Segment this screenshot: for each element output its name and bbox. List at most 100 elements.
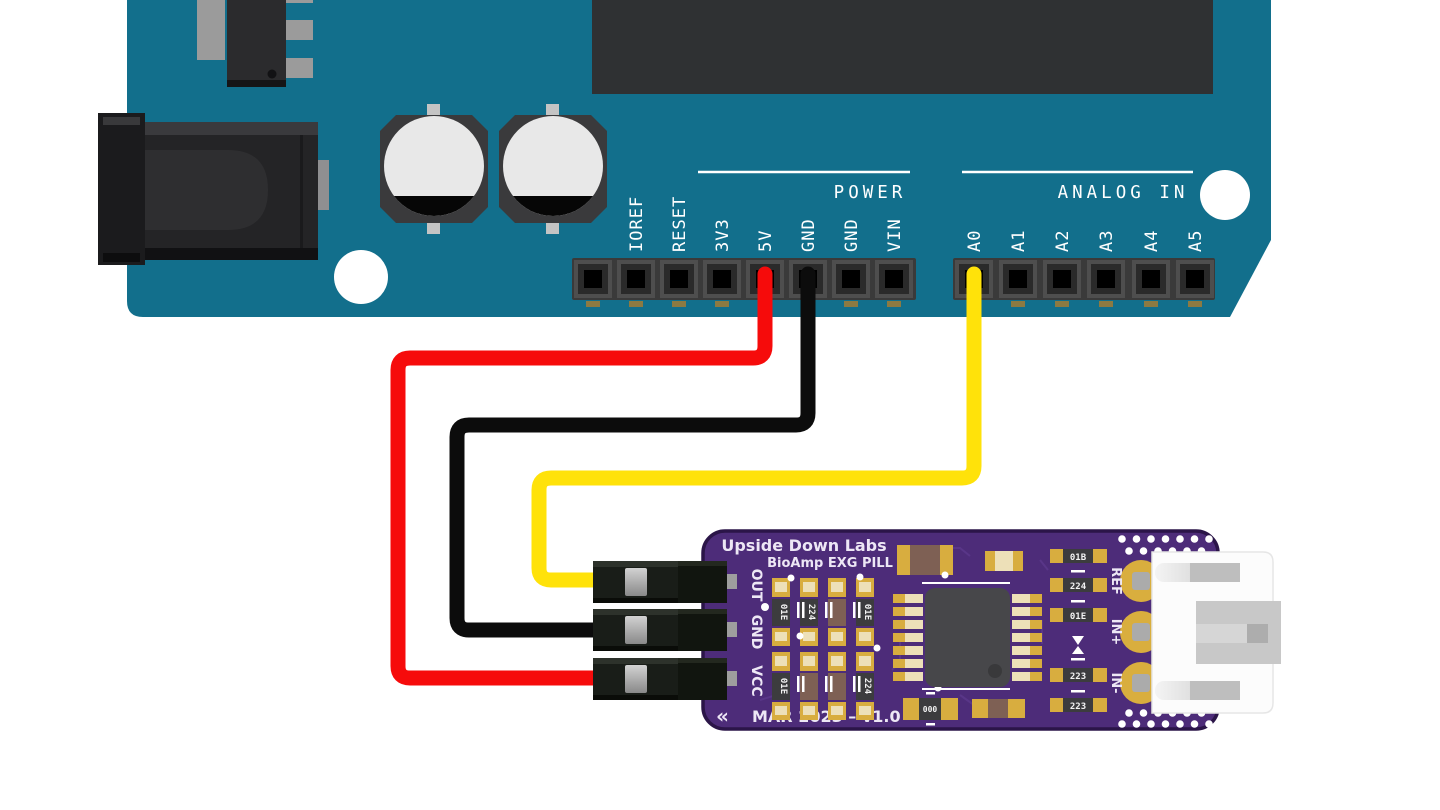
silk-tick xyxy=(926,723,935,726)
smd-pad xyxy=(1093,578,1107,592)
analog-pin-label-a1: A1 xyxy=(1009,230,1029,252)
smd-body xyxy=(772,599,790,626)
ic-pad-inner xyxy=(1012,659,1030,668)
capacitor-lead xyxy=(546,104,559,116)
capacitor-top xyxy=(503,116,603,216)
smd-pad-inner xyxy=(859,632,871,641)
smd-pad-inner xyxy=(831,706,843,715)
smd-pad xyxy=(1050,549,1063,563)
mount-dot xyxy=(1147,535,1155,543)
pin-hole xyxy=(627,270,645,288)
jumper-housings xyxy=(593,561,737,700)
ic-pad-inner xyxy=(905,633,923,642)
ic-pad xyxy=(1030,607,1042,616)
ic-pad xyxy=(1030,594,1042,603)
pin-pad xyxy=(1099,301,1113,307)
pin-pad xyxy=(715,301,729,307)
silk-tick xyxy=(926,692,935,695)
silk-tick xyxy=(802,676,805,692)
silk-tick xyxy=(830,602,833,618)
pin-hole xyxy=(1097,270,1115,288)
smd-pad-inner xyxy=(803,706,815,715)
housing-pin xyxy=(727,671,737,686)
ic-pad xyxy=(893,620,905,629)
pin-hole xyxy=(842,270,860,288)
capacitor-lead xyxy=(427,104,440,116)
ic-body xyxy=(925,588,1010,687)
capacitor-lead xyxy=(546,222,559,234)
power-pin-label-5v: 5V xyxy=(756,230,776,252)
smd-pad xyxy=(1093,668,1107,682)
smd-body xyxy=(1063,668,1093,682)
mounting-hole xyxy=(334,250,388,304)
connector-pin-top-end xyxy=(1190,563,1240,582)
housing-top-edge xyxy=(593,561,727,567)
analog-pin-label-a4: A4 xyxy=(1142,230,1162,252)
smd-pad-inner xyxy=(775,582,787,592)
power-pin-label-vin: VIN xyxy=(885,218,905,252)
ic-pad xyxy=(1030,672,1042,681)
pin-hole xyxy=(1142,270,1160,288)
mount-dot xyxy=(1176,720,1184,728)
smd-label: 224 xyxy=(806,604,816,621)
smd-pad-inner xyxy=(859,582,871,592)
mount-dot xyxy=(1125,709,1133,717)
smd-label: 01E xyxy=(778,604,788,620)
smd-pad-inner xyxy=(775,632,787,641)
smd-pad xyxy=(972,699,988,718)
smd-label: 01E xyxy=(778,678,788,694)
power-pin-label-gnd: GND xyxy=(842,218,862,252)
smd-label-224: 224 xyxy=(1070,582,1087,592)
jumper-housing xyxy=(593,658,737,700)
housing-contact xyxy=(625,616,647,644)
smd-pad xyxy=(1008,699,1025,718)
silk-tick xyxy=(1071,600,1085,603)
ic-pad-inner xyxy=(905,672,923,681)
smd-label: 224 xyxy=(862,678,872,695)
silk-tick xyxy=(1071,690,1085,693)
smd-label-223: 223 xyxy=(1070,702,1086,712)
silk-dot xyxy=(796,632,804,640)
power-pin-label-gnd: GND xyxy=(799,218,819,252)
pin-pad xyxy=(1188,301,1202,307)
capacitor-lead xyxy=(427,222,440,234)
ic-pad-inner xyxy=(905,594,923,603)
smd-pad xyxy=(941,698,958,720)
power-pin-label-ioref: IOREF xyxy=(627,196,647,252)
smd-pad-inner xyxy=(831,656,843,666)
barrel-jack-seam xyxy=(300,135,303,248)
pill-pin-label-vcc: VCC xyxy=(748,665,764,696)
pin-pad xyxy=(1144,301,1158,307)
silk-dot xyxy=(941,571,949,579)
smd-body xyxy=(1063,549,1093,563)
housing-crimp xyxy=(678,561,727,603)
silk-dot xyxy=(856,573,864,581)
smd-body xyxy=(988,699,1008,718)
smd-body xyxy=(1063,698,1093,712)
analog-pin-label-a2: A2 xyxy=(1053,230,1073,252)
housing-bottom-edge xyxy=(593,598,727,603)
pad-hole xyxy=(1132,623,1150,641)
housing-crimp-edge xyxy=(678,658,727,663)
ic-pad xyxy=(1030,633,1042,642)
silk-tick xyxy=(830,676,833,692)
pill-pin-label-gnd: GND xyxy=(748,615,764,650)
mount-dot xyxy=(1190,535,1199,543)
pin-pad xyxy=(844,301,858,307)
housing-crimp-edge xyxy=(678,609,727,614)
housing-top-edge xyxy=(593,609,727,615)
smd-body xyxy=(1063,578,1093,592)
silk-tick xyxy=(797,602,800,618)
ic-pad-inner xyxy=(1012,646,1030,655)
regulator-lead xyxy=(285,0,313,3)
smd-label: 01E xyxy=(862,604,872,620)
mount-dot xyxy=(1161,720,1170,728)
silk-tick xyxy=(1071,658,1085,661)
silk-tick xyxy=(858,676,861,692)
pad-label-in-plus: IN+ xyxy=(1108,619,1123,646)
ic-pad-inner xyxy=(1012,594,1030,603)
pin1-marker-dot xyxy=(761,603,769,611)
